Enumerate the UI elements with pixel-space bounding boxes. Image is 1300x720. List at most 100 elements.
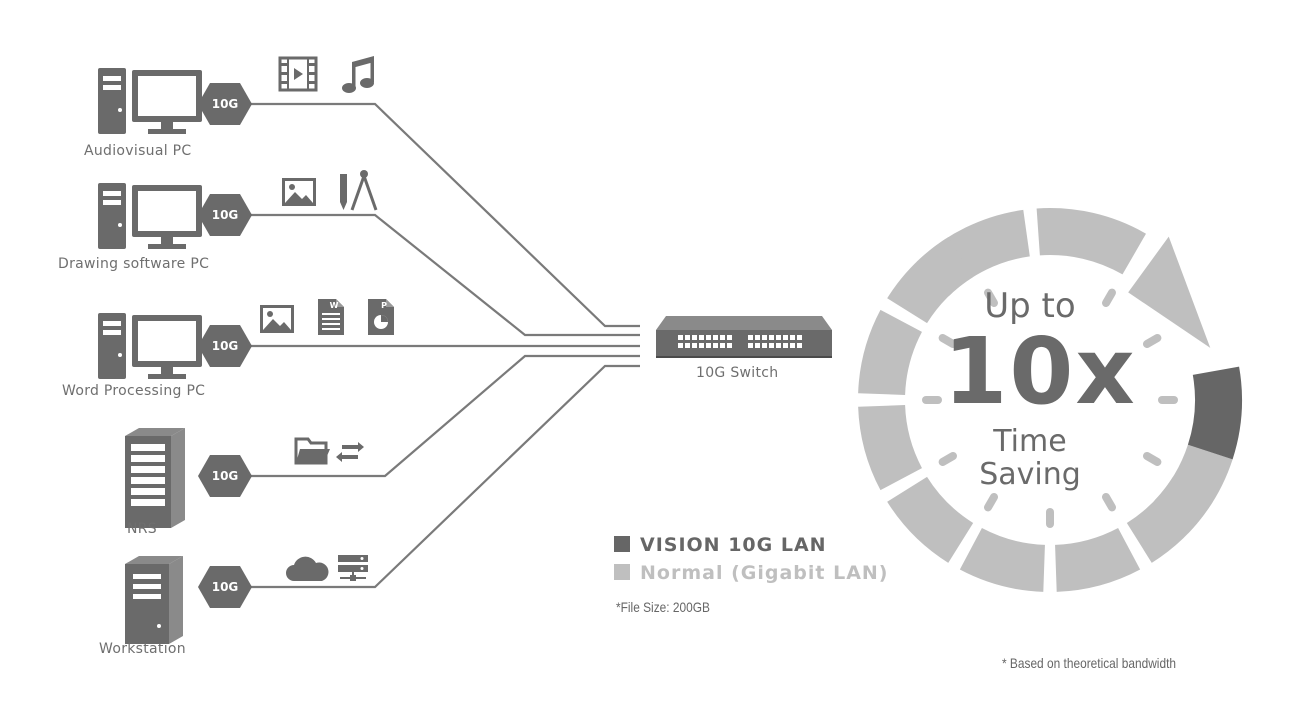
switch-port bbox=[713, 335, 718, 340]
switch-port bbox=[699, 335, 704, 340]
legend-label-vision: VISION 10G LAN bbox=[640, 534, 827, 556]
svg-text:P: P bbox=[381, 301, 387, 310]
device-label-nas: NRS bbox=[127, 521, 157, 537]
switch-port bbox=[755, 343, 760, 348]
line-audiovisual bbox=[245, 102, 640, 328]
badge-10g-drawing: 10G bbox=[198, 194, 252, 236]
switch-port bbox=[797, 335, 802, 340]
switch-port bbox=[790, 343, 795, 348]
ring-tick bbox=[1142, 334, 1162, 348]
svg-text:10G: 10G bbox=[212, 208, 239, 222]
device-word-pc bbox=[98, 313, 202, 379]
switch-port bbox=[762, 335, 767, 340]
switch-port bbox=[797, 343, 802, 348]
line-workstation bbox=[245, 364, 640, 589]
device-audiovisual-pc bbox=[98, 68, 202, 134]
picture-icon bbox=[260, 305, 294, 333]
switch-port bbox=[685, 335, 690, 340]
time-saving-ring bbox=[858, 207, 1242, 592]
pencil-compass-icon bbox=[340, 170, 378, 211]
file-size-note: *File Size: 200GB bbox=[616, 599, 710, 615]
ring-text-time: Time bbox=[993, 424, 1067, 459]
switch-port bbox=[769, 335, 774, 340]
legend-swatch-light bbox=[614, 564, 630, 580]
ring-tick bbox=[984, 492, 998, 512]
switch-port bbox=[685, 343, 690, 348]
switch-port bbox=[769, 343, 774, 348]
switch-port bbox=[748, 343, 753, 348]
film-icon bbox=[278, 56, 318, 92]
switch-port bbox=[720, 335, 725, 340]
svg-text:W: W bbox=[330, 301, 339, 310]
ring-segment-normal bbox=[858, 309, 922, 395]
switch-port bbox=[706, 343, 711, 348]
workstation-icon bbox=[125, 556, 183, 644]
switch-port bbox=[699, 343, 704, 348]
switch-port bbox=[727, 343, 732, 348]
ring-segment-normal bbox=[887, 237, 974, 324]
ring-text-10x: 10x bbox=[943, 318, 1137, 425]
legend-item-vision: VISION 10G LAN bbox=[614, 534, 827, 556]
footnote: * Based on theoretical bandwidth bbox=[1002, 655, 1176, 671]
switch-port bbox=[706, 335, 711, 340]
word-document-icon: W bbox=[318, 299, 344, 335]
switch-port bbox=[748, 335, 753, 340]
ring-tick bbox=[1102, 288, 1116, 308]
picture-icon bbox=[282, 178, 316, 206]
server-stack-icon bbox=[338, 555, 368, 581]
ring-segment-normal bbox=[1154, 444, 1233, 534]
ring-tick bbox=[984, 288, 998, 308]
switch-label: 10G Switch bbox=[696, 365, 779, 381]
switch-port bbox=[727, 335, 732, 340]
switch-port bbox=[790, 335, 795, 340]
cloud-icon bbox=[286, 556, 329, 581]
switch-port bbox=[678, 343, 683, 348]
ring-tick bbox=[1102, 492, 1116, 512]
switch-icon bbox=[656, 316, 832, 358]
switch-port bbox=[692, 343, 697, 348]
switch-port bbox=[783, 335, 788, 340]
legend-swatch-dark bbox=[614, 536, 630, 552]
powerpoint-document-icon: P bbox=[368, 299, 394, 335]
switch-port bbox=[776, 343, 781, 348]
nas-icon bbox=[125, 428, 185, 528]
switch-port bbox=[713, 343, 718, 348]
ring-segment-normal bbox=[887, 476, 974, 563]
legend-item-normal: Normal (Gigabit LAN) bbox=[614, 562, 889, 584]
music-note-icon bbox=[342, 56, 374, 93]
device-label-workstation: Workstation bbox=[99, 641, 186, 657]
device-drawing-pc bbox=[98, 183, 202, 249]
line-nas bbox=[245, 354, 640, 478]
ring-segment-normal bbox=[1055, 528, 1141, 592]
switch-port bbox=[755, 335, 760, 340]
switch-port bbox=[720, 343, 725, 348]
ring-tick bbox=[938, 452, 958, 466]
connection-lines bbox=[245, 102, 640, 589]
badge-10g-workstation: 10G bbox=[198, 566, 252, 608]
legend-label-normal: Normal (Gigabit LAN) bbox=[640, 562, 889, 584]
switch-port bbox=[783, 343, 788, 348]
line-drawing bbox=[245, 213, 640, 337]
transfer-arrows-icon bbox=[336, 442, 364, 462]
svg-text:10G: 10G bbox=[212, 469, 239, 483]
badge-10g-nas: 10G bbox=[198, 455, 252, 497]
ring-text-up-to: Up to bbox=[984, 286, 1076, 326]
switch-port bbox=[776, 335, 781, 340]
switch-port bbox=[692, 335, 697, 340]
ring-segment-normal bbox=[858, 405, 922, 491]
device-label-audiovisual: Audiovisual PC bbox=[84, 143, 192, 159]
switch-port bbox=[762, 343, 767, 348]
switch-port bbox=[678, 335, 683, 340]
device-label-drawing: Drawing software PC bbox=[58, 256, 210, 272]
badge-10g-audiovisual: 10G bbox=[198, 83, 252, 125]
svg-text:10G: 10G bbox=[212, 97, 239, 111]
ring-text-saving: Saving bbox=[979, 457, 1081, 492]
svg-text:10G: 10G bbox=[212, 580, 239, 594]
folder-icon bbox=[294, 437, 330, 465]
ring-segment-vision bbox=[1187, 366, 1242, 460]
ring-arrow-head bbox=[1128, 236, 1211, 348]
badge-10g-word: 10G bbox=[198, 325, 252, 367]
ring-segment-normal bbox=[959, 528, 1045, 592]
svg-text:10G: 10G bbox=[212, 339, 239, 353]
